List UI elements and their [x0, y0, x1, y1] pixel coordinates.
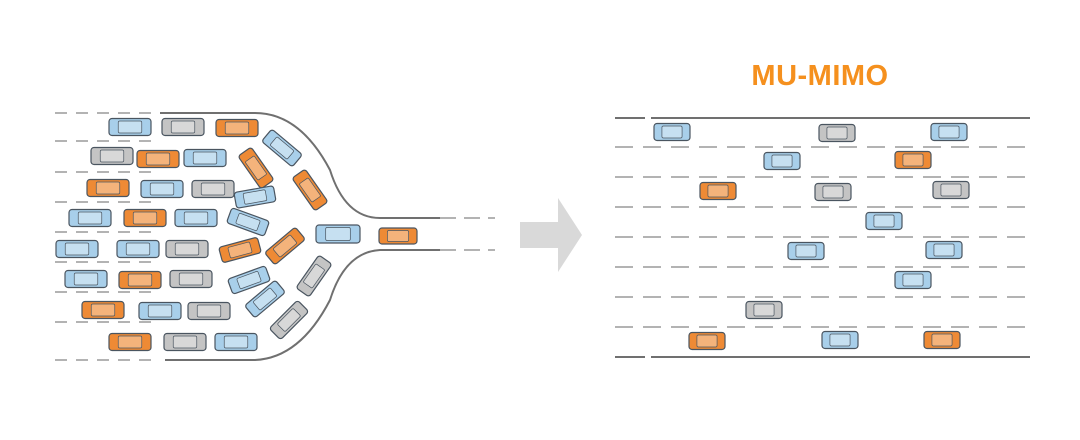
- car-icon: [814, 182, 852, 202]
- car-icon: [292, 169, 328, 211]
- car-icon: [81, 300, 125, 320]
- car-icon: [140, 179, 184, 199]
- car-icon: [296, 255, 332, 297]
- car-icon: [925, 240, 963, 260]
- car-icon: [315, 224, 361, 244]
- car-icon: [894, 270, 932, 290]
- car-icon: [161, 117, 205, 137]
- car-icon: [821, 330, 859, 350]
- car-icon: [187, 301, 231, 321]
- car-icon: [233, 185, 277, 209]
- car-icon: [653, 122, 691, 142]
- car-icon: [183, 148, 227, 168]
- car-icon: [138, 301, 182, 321]
- car-icon: [86, 178, 130, 198]
- car-icon: [930, 122, 968, 142]
- car-icon: [265, 227, 305, 265]
- car-icon: [136, 149, 180, 169]
- road-edge-bottom: [165, 249, 440, 361]
- car-icon: [116, 239, 160, 259]
- car-icon: [64, 269, 108, 289]
- car-icon: [262, 129, 302, 167]
- car-icon: [865, 211, 903, 231]
- car-icon: [787, 241, 825, 261]
- road-edge-top: [160, 112, 440, 219]
- car-icon: [108, 332, 152, 352]
- car-icon: [245, 280, 285, 318]
- mu-mimo-title: MU-MIMO: [751, 60, 889, 92]
- car-icon: [163, 332, 207, 352]
- car-icon: [688, 331, 726, 351]
- car-icon: [214, 332, 258, 352]
- car-icon: [123, 208, 167, 228]
- car-icon: [165, 239, 209, 259]
- car-icon: [55, 239, 99, 259]
- car-icon: [68, 208, 112, 228]
- car-icon: [378, 227, 418, 245]
- car-icon: [923, 330, 961, 350]
- car-icon: [269, 300, 309, 340]
- congested-merge-panel: [55, 112, 495, 361]
- car-icon: [118, 270, 162, 290]
- car-icon: [238, 147, 274, 189]
- car-icon: [191, 179, 235, 199]
- car-icon: [218, 237, 262, 263]
- car-icon: [226, 207, 270, 237]
- multi-lane-highway-panel: [615, 117, 1030, 358]
- car-icon: [932, 180, 970, 200]
- car-icon: [745, 300, 783, 320]
- car-icon: [818, 123, 856, 143]
- car-icon: [894, 150, 932, 170]
- car-icon: [108, 117, 152, 137]
- car-icon: [227, 265, 271, 295]
- car-icon: [215, 118, 259, 138]
- car-icon: [763, 151, 801, 171]
- right-arrow-icon: [520, 198, 582, 272]
- car-icon: [699, 181, 737, 201]
- car-icon: [169, 269, 213, 289]
- car-icon: [174, 208, 218, 228]
- car-icon: [90, 146, 134, 166]
